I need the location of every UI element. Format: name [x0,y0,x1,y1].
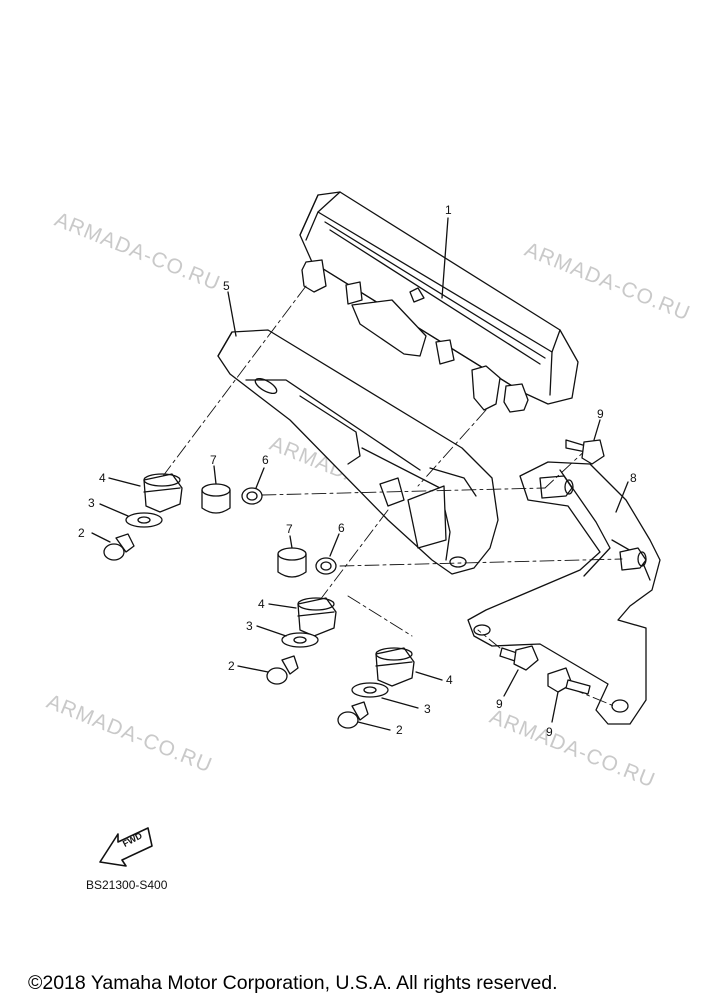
bolt-right-part [337,701,369,729]
callout-6: 6 [262,453,269,467]
bolt-top-part [565,439,605,465]
callout-5: 5 [223,279,230,293]
forward-arrow-icon [99,827,153,867]
leader-1 [441,217,449,299]
callout-4: 4 [446,673,453,687]
diagram-code: BS21300-S400 [86,878,168,892]
bolt-lower-a-part [499,645,539,671]
callout-8: 8 [630,471,637,485]
collar-lower-part [277,547,307,578]
callout-3: 3 [246,619,253,633]
leader-5 [227,291,237,337]
callout-7: 7 [210,453,217,467]
callout-9: 9 [546,725,553,739]
callout-7: 7 [286,522,293,536]
damper-left-part [143,473,183,513]
callout-6: 6 [338,521,345,535]
callout-2: 2 [78,526,85,540]
washer-mid-part [281,632,319,648]
callout-3: 3 [424,702,431,716]
stay-bracket-part [467,461,661,725]
callout-4: 4 [99,471,106,485]
bolt-left-part [103,533,135,561]
washer-right-part [351,682,389,698]
callout-2: 2 [228,659,235,673]
callout-9: 9 [496,697,503,711]
leader-8 [615,481,629,513]
bracket-stay-part [217,329,499,575]
callout-9: 9 [597,407,604,421]
callout-4: 4 [258,597,265,611]
damper-right-part [375,647,415,687]
callout-1: 1 [445,203,452,217]
bolt-lower-b-part [547,667,591,695]
copyright-text: ©2018 Yamaha Motor Corporation, U.S.A. A… [28,972,558,994]
washer-left-part [125,512,163,528]
collar-upper-part [201,483,231,514]
grommet-upper-part [241,487,263,505]
bolt-mid-part [266,655,299,685]
callout-2: 2 [396,723,403,737]
assembly-centerlines [159,285,623,707]
damper-mid-part [297,597,337,637]
callout-3: 3 [88,496,95,510]
grommet-lower-part [315,557,337,575]
meter-assembly-part [299,191,579,413]
